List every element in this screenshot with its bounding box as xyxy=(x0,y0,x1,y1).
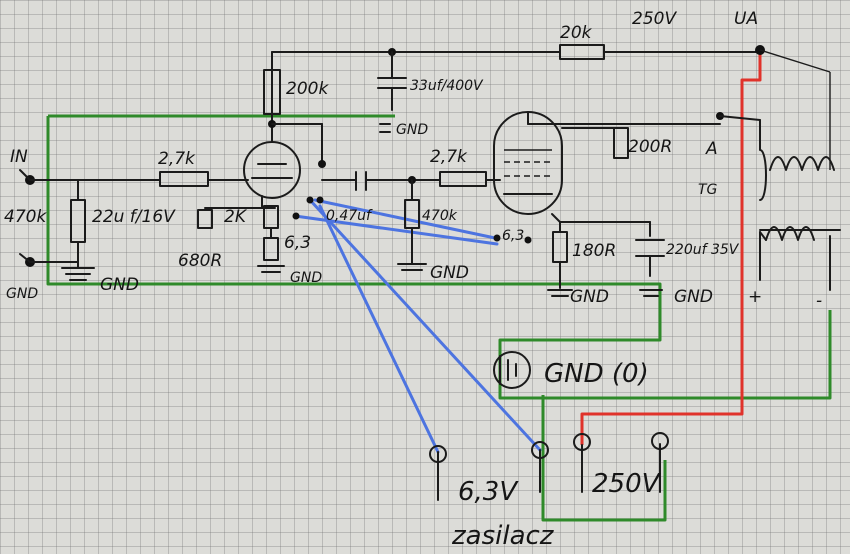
label-psu-heater: 6,3V xyxy=(458,477,519,507)
label-minus: - xyxy=(816,291,822,311)
label-r-plate1: 200k xyxy=(286,79,329,99)
main-ground-symbol xyxy=(493,351,531,389)
label-ua: UA xyxy=(734,9,758,29)
label-gnd-main: GND (0) xyxy=(544,359,649,389)
label-in: IN xyxy=(10,147,28,167)
label-c-cath2: 220uf 35V xyxy=(666,242,740,258)
label-c-psu: 33uf/400V xyxy=(410,78,484,94)
heater-wire-3 xyxy=(318,204,440,454)
label-gnd-left: GND xyxy=(100,275,139,295)
grid-resistor-1 xyxy=(159,171,209,187)
label-c-in: 22u f/16V xyxy=(92,207,176,227)
screen-resistor xyxy=(613,127,629,159)
grid-leak-resistor-2 xyxy=(404,199,420,229)
transformer-secondary xyxy=(765,226,815,241)
label-psu-hv: 250V xyxy=(592,469,662,499)
heater-wire-4 xyxy=(308,198,542,452)
label-r-cath1: 2K xyxy=(224,207,248,227)
grid-stopper-2 xyxy=(439,171,487,187)
label-gnd-mid1: GND xyxy=(290,270,322,286)
label-r-grid2-leak: 470k xyxy=(422,208,458,224)
plate-resistor-1 xyxy=(263,69,281,115)
tube2-envelope xyxy=(493,111,563,215)
cathode-cap-1 xyxy=(197,209,213,229)
psu-hv-plus-terminal[interactable] xyxy=(573,433,591,451)
label-gnd-mid2: GND xyxy=(430,263,469,283)
label-c-couple: 0,47uf xyxy=(326,208,373,224)
label-anode-a: A xyxy=(705,139,718,159)
label-v-top: 250V xyxy=(632,9,677,29)
label-r-cath1b: 680R xyxy=(178,251,222,271)
input-resistor xyxy=(70,199,86,243)
label-plus: + xyxy=(748,287,762,307)
psu-heater-terminal[interactable] xyxy=(429,445,447,463)
cathode-resistor-2 xyxy=(552,231,568,263)
label-psu-name: zasilacz xyxy=(451,521,555,551)
label-gnd-top: GND xyxy=(396,122,428,138)
label-r-grid: 2,7k xyxy=(158,149,196,169)
label-heater2: 6,3 xyxy=(502,228,524,244)
cathode-resistor-1 xyxy=(263,205,279,229)
bplus-wire xyxy=(580,50,762,445)
label-gnd-mid3: GND xyxy=(570,287,609,307)
psu-heater-terminal-2[interactable] xyxy=(531,441,549,459)
label-heater1: 6,3 xyxy=(284,233,311,253)
label-gnd-mid4: GND xyxy=(674,287,713,307)
ground-bus-top xyxy=(46,116,832,400)
label-r-grid2-stop: 2,7k xyxy=(430,147,468,167)
transformer-primary xyxy=(759,119,835,201)
label-gnd-in: GND xyxy=(6,286,38,302)
psu-hv-minus-terminal[interactable] xyxy=(651,432,669,450)
label-r-drop: 20k xyxy=(560,23,593,43)
label-r-screen: 200R xyxy=(628,137,672,157)
dropping-resistor xyxy=(559,44,605,60)
tube1-envelope xyxy=(243,141,301,199)
label-r-in: 470k xyxy=(4,207,47,227)
label-r-cath2: 180R xyxy=(572,241,616,261)
label-transformer: TG xyxy=(698,182,718,198)
cathode-resistor-1b xyxy=(263,237,279,261)
